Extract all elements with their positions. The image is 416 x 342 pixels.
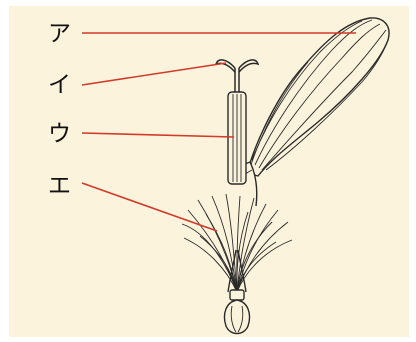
stamen-tube: [228, 92, 246, 184]
label-u: ウ: [48, 121, 71, 147]
label-i: イ: [48, 72, 71, 98]
leader-line-u: [82, 133, 234, 137]
label-a: ア: [48, 21, 71, 47]
ovary: [224, 290, 249, 334]
petal: [230, 18, 389, 206]
pappus: [182, 194, 292, 292]
pistil: [216, 60, 258, 92]
label-e: エ: [48, 173, 71, 199]
leader-line-i: [82, 63, 226, 85]
leader-line-e: [82, 183, 217, 231]
